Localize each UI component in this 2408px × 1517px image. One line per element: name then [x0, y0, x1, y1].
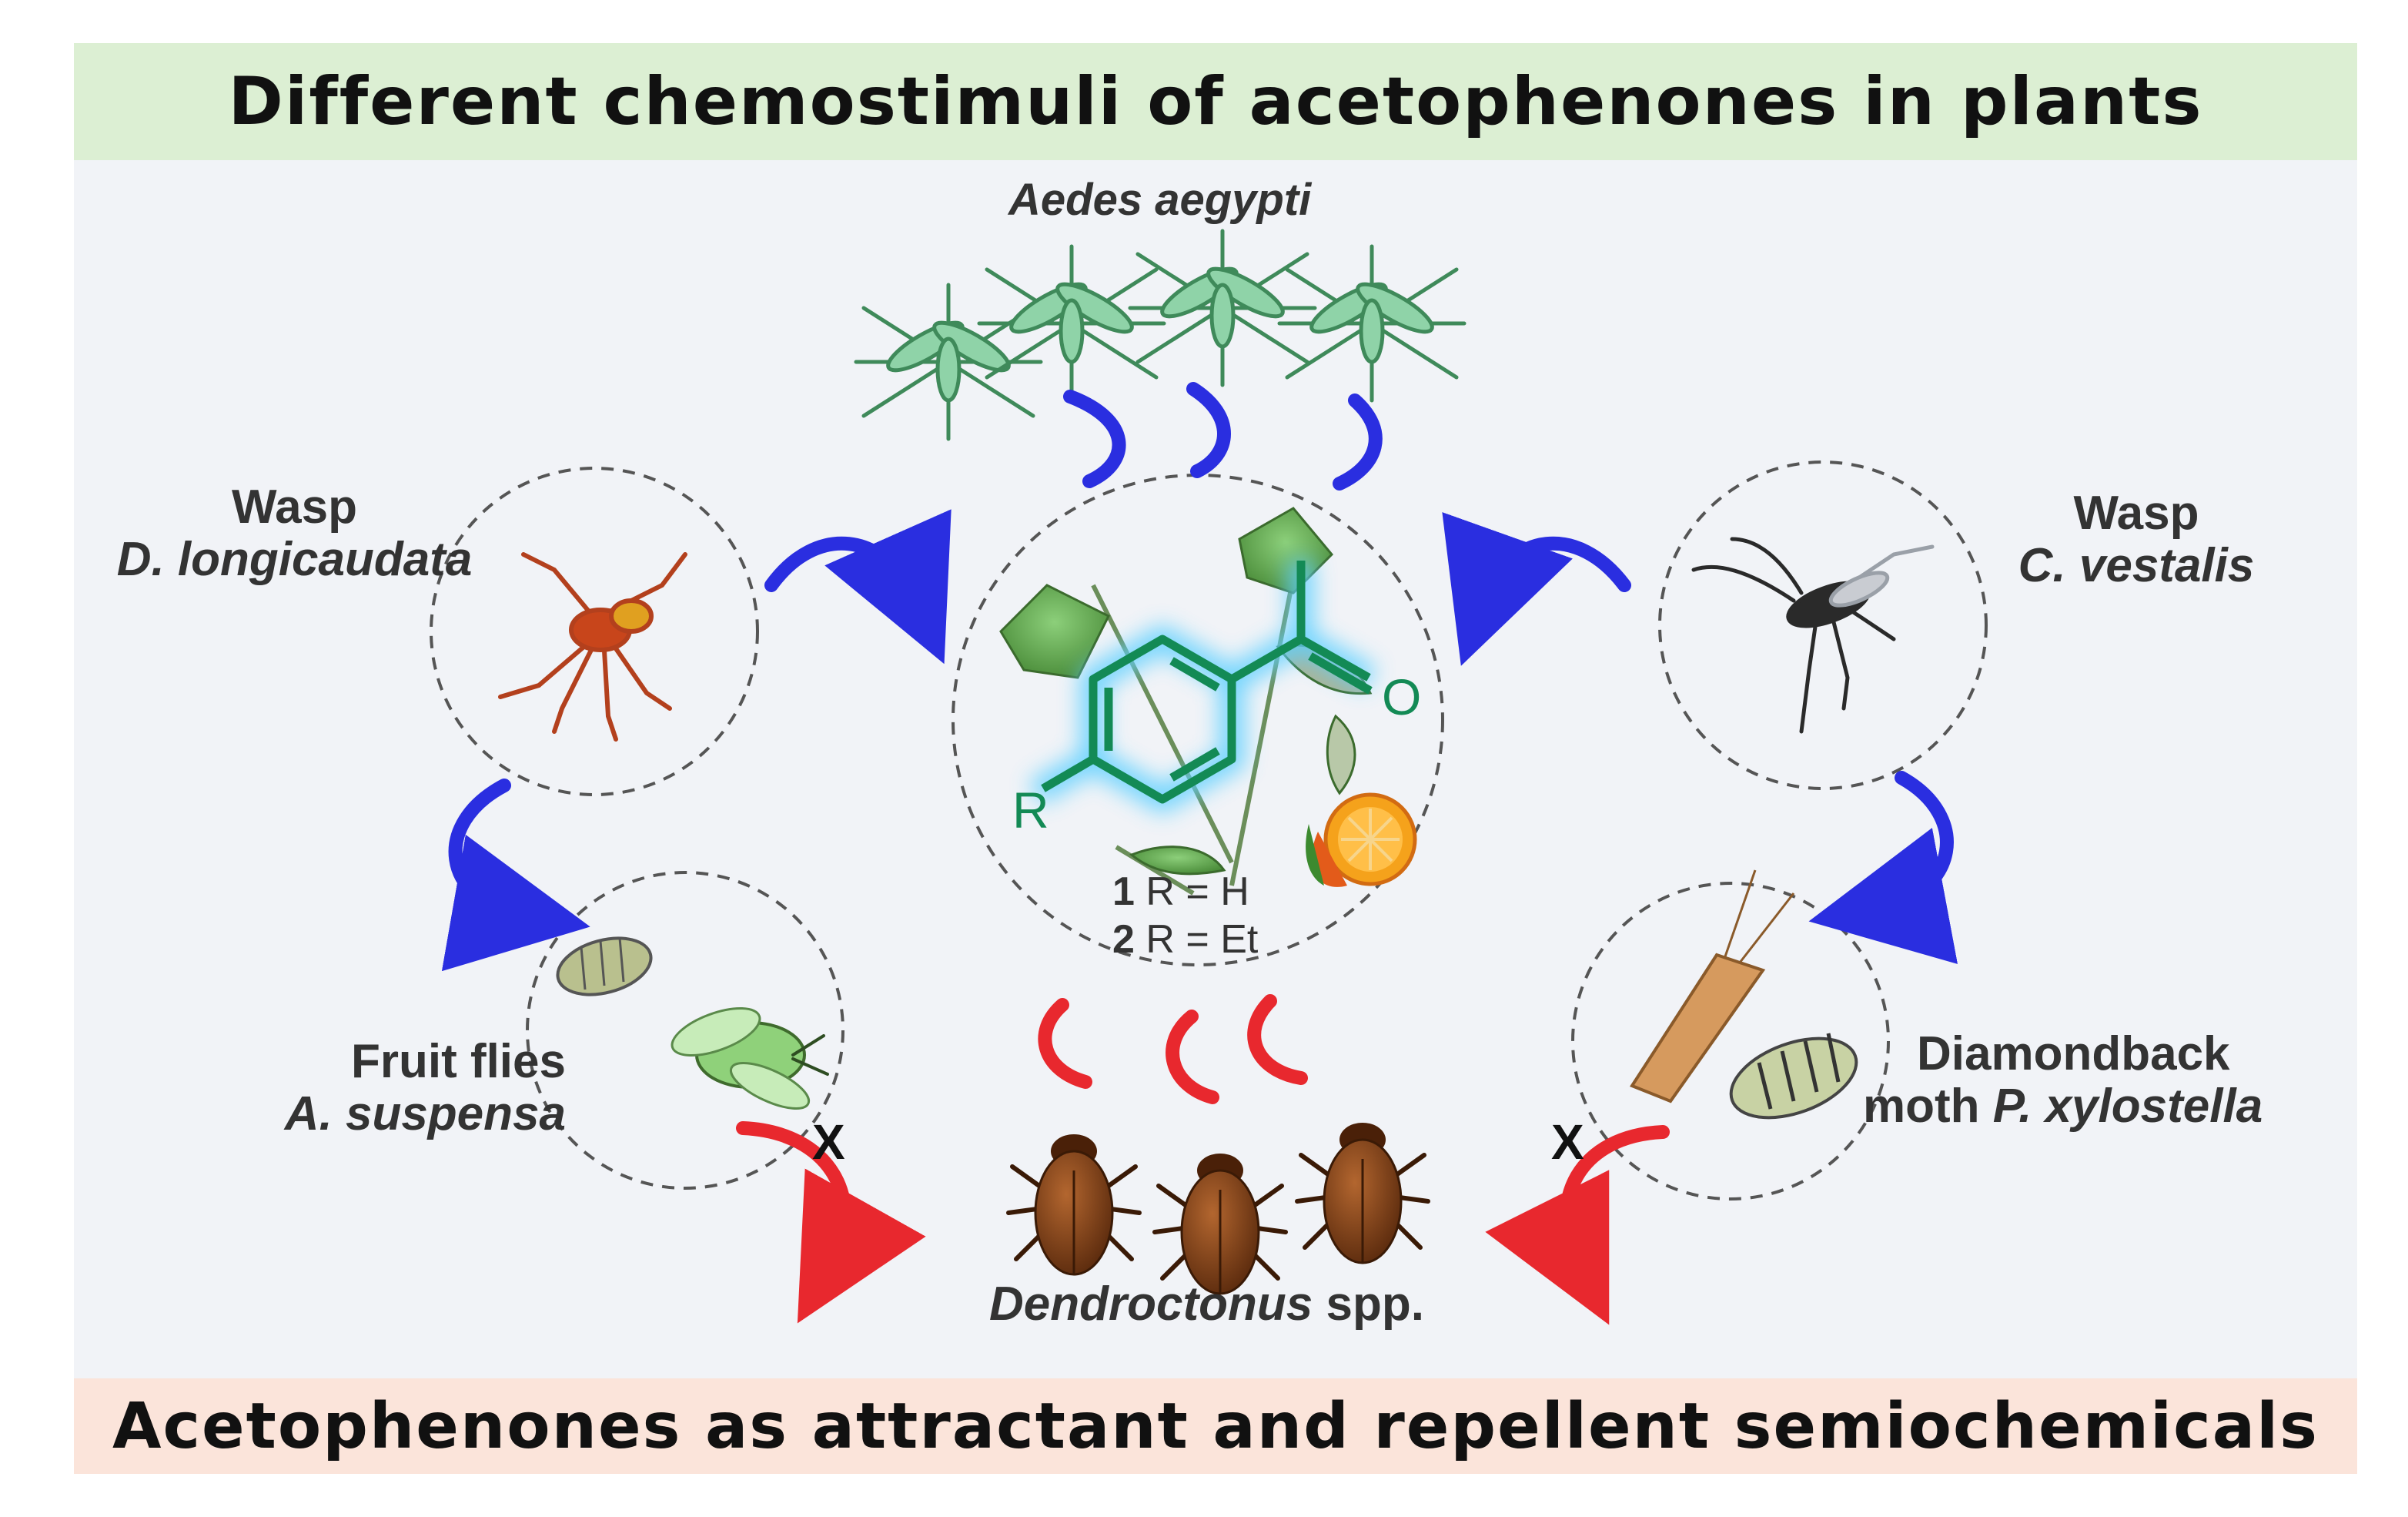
wasp-icon — [498, 552, 687, 742]
larva-icon — [556, 936, 653, 996]
repel-arrow-beetle-2 — [1166, 1010, 1219, 1104]
moth-species: P. xylostella — [1992, 1080, 2263, 1134]
compound-2-label: 2 R = Et — [1112, 917, 1259, 962]
fruit-flies-species: A. suspensa — [284, 1087, 566, 1141]
compound-1-number: 1 — [1112, 869, 1135, 914]
footer-banner: Acetophenones as attractant and repellen… — [74, 1378, 2357, 1474]
mosquito-arrows — [1063, 382, 1383, 491]
beetle-genus: Dendroctonus — [989, 1278, 1313, 1331]
header-banner: Different chemostimuli of acetophenones … — [74, 43, 2357, 160]
left-wasp-circle — [430, 467, 759, 796]
repel-arrow-beetle-1 — [1038, 998, 1092, 1089]
label-diamondback-moth: Diamondback moth P. xylostella — [1863, 1027, 2263, 1134]
label-fruit-flies: Fruit flies A. suspensa — [227, 1035, 566, 1141]
blocked-mark-left: X — [812, 1114, 845, 1170]
arrow-left-wasp-to-center — [764, 509, 951, 665]
repel-arrow-beetle-3 — [1247, 994, 1308, 1085]
right-wasp-circle — [1658, 460, 1988, 790]
mosquito-icon — [854, 229, 1467, 441]
bark-beetle-icon — [1006, 1123, 1430, 1295]
right-wasp-species: C. vestalis — [2018, 539, 2255, 593]
left-wasp-common: Wasp — [231, 481, 358, 534]
compound-2-number: 2 — [1112, 917, 1135, 962]
label-dendroctonus: Dendroctonus spp. — [989, 1278, 1424, 1331]
moth-circle — [1571, 882, 1890, 1201]
label-left-wasp: Wasp D. longicaudata — [85, 481, 504, 586]
plant-sprig — [1091, 538, 1303, 896]
acetophenone-structure — [1028, 561, 1377, 815]
fruit-flies-common: Fruit flies — [350, 1035, 566, 1088]
orange-fruit-icon — [1306, 792, 1417, 887]
beetle-suffix: spp. — [1326, 1278, 1424, 1331]
repel-arrow-left — [736, 1121, 926, 1324]
left-wasp-species: D. longicaudata — [116, 533, 473, 587]
arrow-left-wasp-to-flies — [441, 779, 590, 972]
substituent-r: R — [1012, 782, 1049, 839]
carbonyl-oxygen: O — [1382, 668, 1421, 725]
larva-icon — [1729, 1033, 1858, 1120]
fruit-fly-circle — [526, 871, 844, 1190]
repel-arrow-right — [1485, 1125, 1670, 1325]
compound-2-formula: R = Et — [1145, 917, 1259, 962]
right-wasp-common: Wasp — [2073, 487, 2199, 540]
label-aedes-aegypti: Aedes aegypti — [1008, 175, 1312, 225]
compound-1-label: 1 R = H — [1112, 869, 1249, 914]
fruit-fly-icon — [671, 1007, 829, 1110]
moth-prefix: moth — [1863, 1080, 1980, 1134]
wasp-icon — [1691, 537, 1935, 734]
compound-1-formula: R = H — [1145, 869, 1249, 914]
arrow-right-wasp-to-moth — [1808, 771, 1958, 964]
label-right-wasp: Wasp C. vestalis — [1986, 487, 2286, 592]
arrow-right-wasp-to-center — [1442, 512, 1631, 666]
diamondback-moth-icon — [1630, 869, 1795, 1103]
moth-common: Diamondback — [1917, 1027, 2230, 1080]
blocked-mark-right: X — [1551, 1114, 1584, 1170]
leaf-icon — [999, 507, 1373, 876]
